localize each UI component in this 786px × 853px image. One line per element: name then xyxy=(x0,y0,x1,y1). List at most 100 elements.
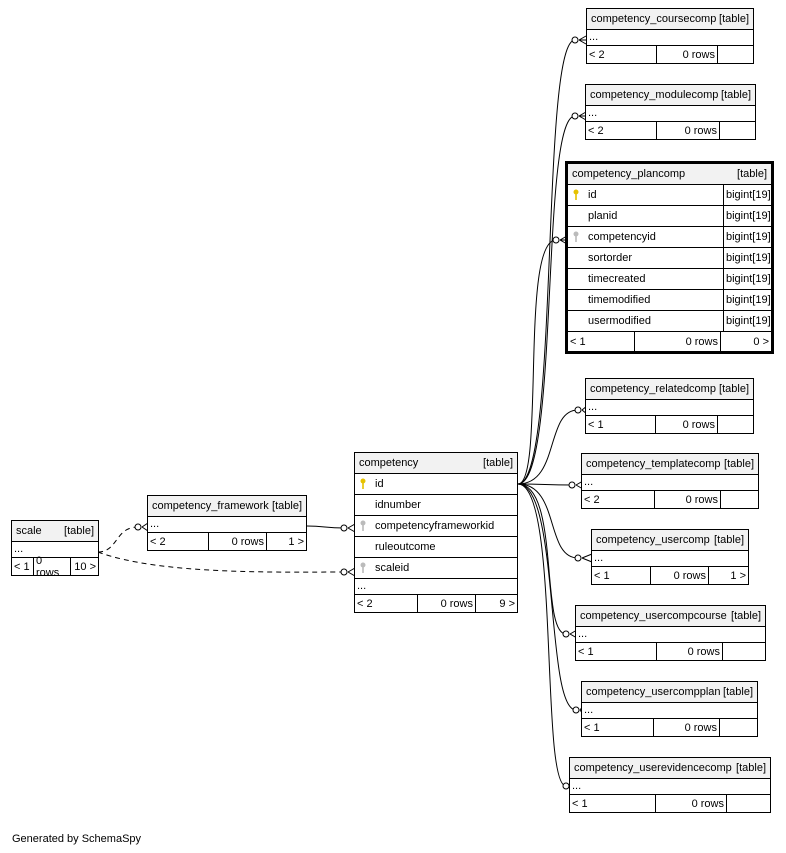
table-type-tag: [table] xyxy=(64,525,94,537)
table-name[interactable]: competency_framework xyxy=(152,500,269,512)
column-type: bigint[19] xyxy=(723,311,771,331)
column-name[interactable]: sortorder xyxy=(588,252,633,264)
table-type-tag: [table] xyxy=(737,168,767,180)
table-type-tag: [table] xyxy=(721,89,751,101)
children-count[interactable] xyxy=(718,46,753,63)
column-name[interactable]: competencyframeworkid xyxy=(375,520,495,532)
column-row: planid bigint[19] xyxy=(568,206,771,227)
column-row: competencyid bigint[19] xyxy=(568,227,771,248)
parents-count[interactable]: < 1 xyxy=(586,416,656,433)
table-name[interactable]: competency_modulecomp xyxy=(590,89,719,101)
parents-count[interactable]: < 1 xyxy=(570,795,656,812)
table-competency-usercompcourse[interactable]: competency_usercompcourse[table] ... < 1… xyxy=(575,605,766,661)
parents-count[interactable]: < 2 xyxy=(586,122,657,139)
foreign-key-icon xyxy=(568,231,584,243)
children-count[interactable] xyxy=(718,416,753,433)
columns-ellipsis: ... xyxy=(586,400,753,416)
columns-ellipsis: ... xyxy=(582,475,758,491)
column-type: bigint[19] xyxy=(723,290,771,310)
columns-ellipsis: ... xyxy=(586,106,755,122)
table-type-tag: [table] xyxy=(719,13,749,25)
children-count[interactable] xyxy=(721,491,758,508)
columns-ellipsis: ... xyxy=(570,779,770,795)
children-count[interactable] xyxy=(720,122,755,139)
parents-count[interactable]: < 2 xyxy=(587,46,657,63)
parents-count[interactable]: < 1 xyxy=(12,558,34,575)
column-name[interactable]: planid xyxy=(588,210,618,222)
table-name[interactable]: competency xyxy=(359,457,419,469)
children-count[interactable] xyxy=(720,719,757,736)
children-count[interactable]: 1 > xyxy=(288,535,304,548)
column-name[interactable]: competencyid xyxy=(588,231,656,243)
column-type: bigint[19] xyxy=(723,227,771,247)
table-name[interactable]: competency_usercomp xyxy=(596,534,710,546)
column-name[interactable]: timecreated xyxy=(588,273,646,285)
table-competency[interactable]: competency [table] id idnumber competency… xyxy=(354,452,518,613)
table-type-tag: [table] xyxy=(483,457,513,469)
parents-count[interactable]: < 1 xyxy=(576,643,657,660)
table-name[interactable]: competency_plancomp xyxy=(572,168,686,180)
row-count: 0 rows xyxy=(656,416,718,433)
parents-count[interactable]: < 1 xyxy=(592,567,651,584)
parents-count[interactable]: < 1 xyxy=(582,719,654,736)
table-name[interactable]: competency_userevidencecomp xyxy=(574,762,732,774)
column-name[interactable]: usermodified xyxy=(588,315,651,327)
table-name[interactable]: competency_templatecomp xyxy=(586,458,721,470)
column-row: competencyframeworkid xyxy=(355,516,517,537)
column-name[interactable]: ruleoutcome xyxy=(375,541,436,553)
children-count[interactable]: 0 > xyxy=(753,335,769,348)
table-competency-userevidencecomp[interactable]: competency_userevidencecomp[table] ... <… xyxy=(569,757,771,813)
parents-count[interactable]: < 2 xyxy=(355,595,418,612)
children-count[interactable]: 10 > xyxy=(74,560,96,573)
row-count: 0 rows xyxy=(657,122,720,139)
columns-ellipsis: ... xyxy=(592,551,748,567)
columns-ellipsis: ... xyxy=(587,30,753,46)
generated-by-footer: Generated by SchemaSpy xyxy=(12,833,142,845)
column-row: sortorder bigint[19] xyxy=(568,248,771,269)
column-name[interactable]: idnumber xyxy=(375,499,421,511)
table-name[interactable]: scale xyxy=(16,525,42,537)
parents-count[interactable]: < 1 xyxy=(568,332,635,351)
column-row: usermodified bigint[19] xyxy=(568,311,771,332)
table-name[interactable]: competency_relatedcomp xyxy=(590,383,716,395)
column-row: timecreated bigint[19] xyxy=(568,269,771,290)
row-count: 0 rows xyxy=(635,332,721,351)
table-type-tag: [table] xyxy=(723,686,753,698)
primary-key-icon xyxy=(568,189,584,201)
table-name[interactable]: competency_usercompplan xyxy=(586,686,721,698)
table-name[interactable]: competency_coursecomp xyxy=(591,13,717,25)
children-count[interactable] xyxy=(723,643,765,660)
table-type-tag: [table] xyxy=(714,534,744,546)
row-count: 0 rows xyxy=(657,643,723,660)
column-name[interactable]: id xyxy=(375,478,384,490)
children-count[interactable] xyxy=(727,795,770,812)
column-type: bigint[19] xyxy=(723,185,771,205)
table-type-tag: [table] xyxy=(719,383,749,395)
column-type: bigint[19] xyxy=(723,269,771,289)
primary-key-icon xyxy=(355,478,371,490)
table-name[interactable]: competency_usercompcourse xyxy=(580,610,727,622)
column-type: bigint[19] xyxy=(723,248,771,268)
column-name[interactable]: timemodified xyxy=(588,294,651,306)
column-type: bigint[19] xyxy=(723,206,771,226)
table-type-tag: [table] xyxy=(731,610,761,622)
columns-ellipsis: ... xyxy=(12,542,98,558)
parents-count[interactable]: < 2 xyxy=(582,491,655,508)
children-count[interactable]: 9 > xyxy=(499,597,515,610)
children-count[interactable]: 1 > xyxy=(730,569,746,582)
column-name[interactable]: scaleid xyxy=(375,562,410,574)
parents-count[interactable]: < 2 xyxy=(148,533,209,550)
column-name[interactable]: id xyxy=(588,189,597,201)
row-count: 0 rows xyxy=(654,719,720,736)
row-count: 0 rows xyxy=(34,555,71,579)
